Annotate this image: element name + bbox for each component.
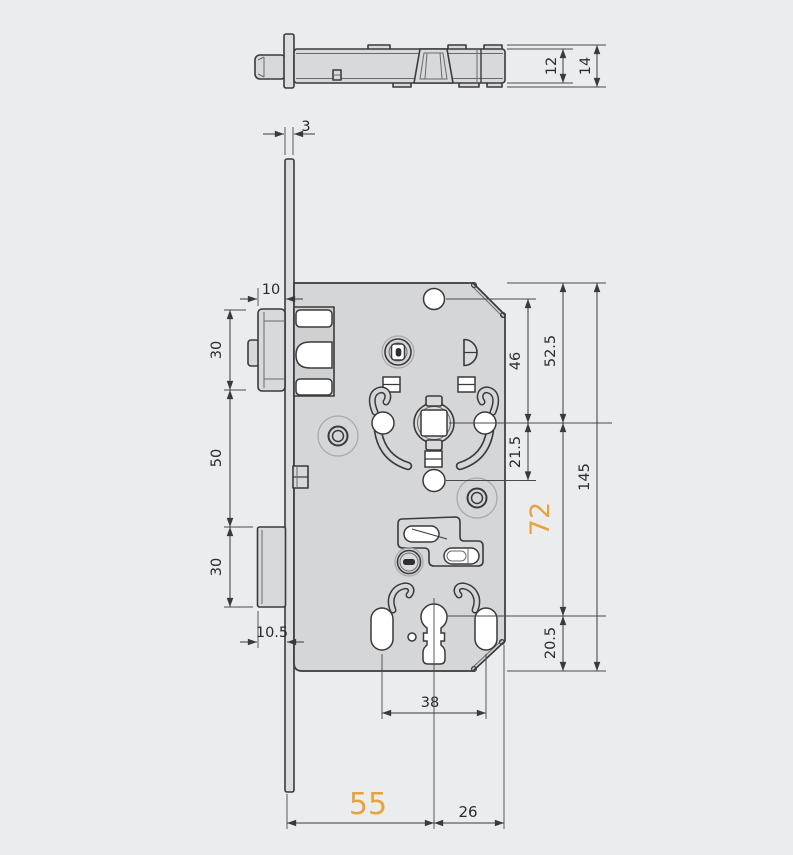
front-view [247, 158, 507, 793]
dim-label-spindle-to-cylinder: 72 [525, 502, 556, 536]
aux-hole [422, 468, 446, 493]
small-pin-hole [407, 632, 417, 642]
dim-label-cylinder-to-case-bottom: 20.5 [543, 627, 559, 659]
dim-label-deadbolt-height: 30 [209, 558, 225, 576]
spring-hole-left [371, 411, 395, 435]
rivet-keyed [381, 335, 415, 369]
latch-bolt [247, 308, 286, 392]
latch-mechanism [293, 306, 335, 397]
lock-case [293, 282, 506, 672]
dim-label-case-depth: 12 [544, 57, 560, 75]
faceplate-profile [283, 33, 295, 89]
mounting-hole-top [422, 287, 446, 311]
spindle-square-hole [420, 409, 448, 437]
dim-label-deadbolt-protrusion: 10.5 [256, 625, 288, 641]
dim-label-case-height: 145 [577, 463, 593, 491]
dim-label-spindle-to-aux-hole: 21.5 [508, 436, 524, 468]
front-view-dimensions: 3 10 30 50 30 10.5 46 21.5 [209, 119, 612, 829]
slider-slot [403, 559, 415, 565]
handle-springs [368, 386, 500, 471]
dim-label-top-hole-to-spindle: 46 [508, 352, 524, 370]
latch-bolt-profile [254, 54, 287, 80]
handle-hole-springs [387, 582, 481, 614]
dim-label-latch-protrusion: 10 [262, 282, 280, 298]
spindle-boss-profile [413, 48, 454, 84]
rivet-right [456, 477, 498, 519]
dim-label-faceplate-thickness: 3 [301, 119, 310, 135]
spindle-follower [413, 395, 455, 451]
spring-anchors [382, 376, 476, 468]
top-view-dimensions: 12 14 [507, 44, 606, 88]
lock-case-profile [293, 48, 506, 84]
dim-label-latch-to-deadbolt: 50 [209, 449, 225, 467]
rivet-left [317, 415, 359, 457]
dim-label-handle-hole-spacing: 38 [421, 695, 439, 711]
deadbolt [256, 526, 287, 608]
top-profile-view: 12 14 [254, 33, 606, 89]
dim-label-spindle-to-case-back: 26 [458, 803, 477, 821]
d-flap [463, 338, 478, 367]
dim-label-backset: 55 [349, 787, 387, 822]
dim-label-total-depth: 14 [578, 57, 594, 75]
handle-screw-hole-left [370, 607, 394, 651]
dim-label-latch-height: 30 [209, 341, 225, 359]
edge-clip [292, 465, 309, 489]
slider-mechanism [394, 516, 484, 577]
dim-label-case-top-to-spindle: 52.5 [543, 335, 559, 367]
handle-screw-hole-right [474, 607, 498, 651]
